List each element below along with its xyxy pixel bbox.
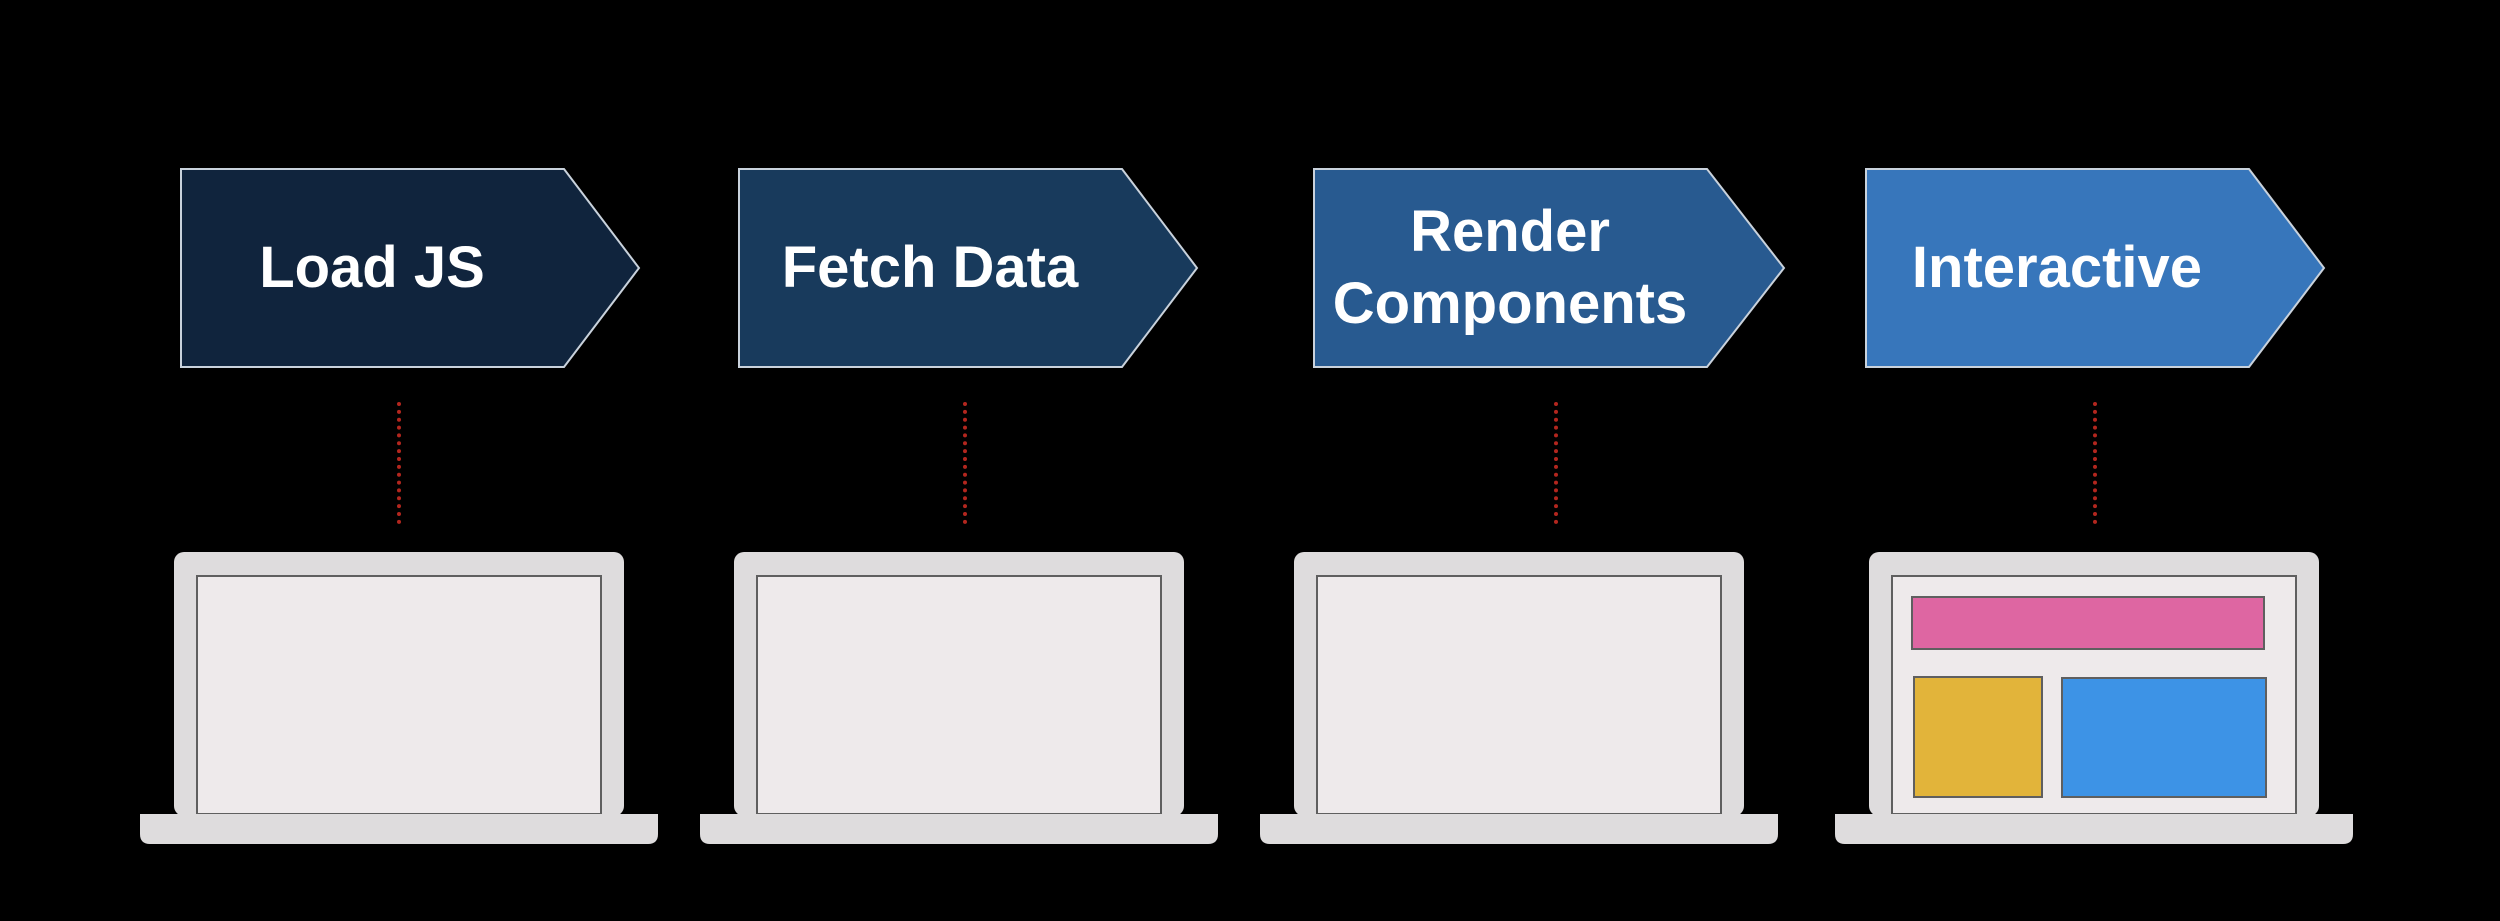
stage-arrow-fetch-data: Fetch Data: [738, 168, 1199, 368]
stage-arrow-load-js: Load JS: [180, 168, 641, 368]
laptop-icon: [137, 550, 661, 846]
laptop-icon-rendered: [1832, 550, 2356, 846]
laptop-icon: [697, 550, 1221, 846]
connector-line: [1554, 402, 1558, 524]
stage-label: Load JS: [259, 235, 485, 300]
header-block: [1911, 596, 2265, 650]
stage-arrow-interactive: Interactive: [1865, 168, 2326, 368]
stage-label: Interactive: [1911, 235, 2203, 300]
stage-label: Render Components: [1332, 199, 1688, 336]
connector-line: [963, 402, 967, 524]
stage-arrow-render-components: Render Components: [1313, 168, 1786, 368]
laptop-icon: [1257, 550, 1781, 846]
connector-line: [2093, 402, 2097, 524]
content-block: [2061, 677, 2267, 798]
stage-label: Fetch Data: [781, 235, 1079, 300]
sidebar-block: [1913, 676, 2043, 798]
connector-line: [397, 402, 401, 524]
